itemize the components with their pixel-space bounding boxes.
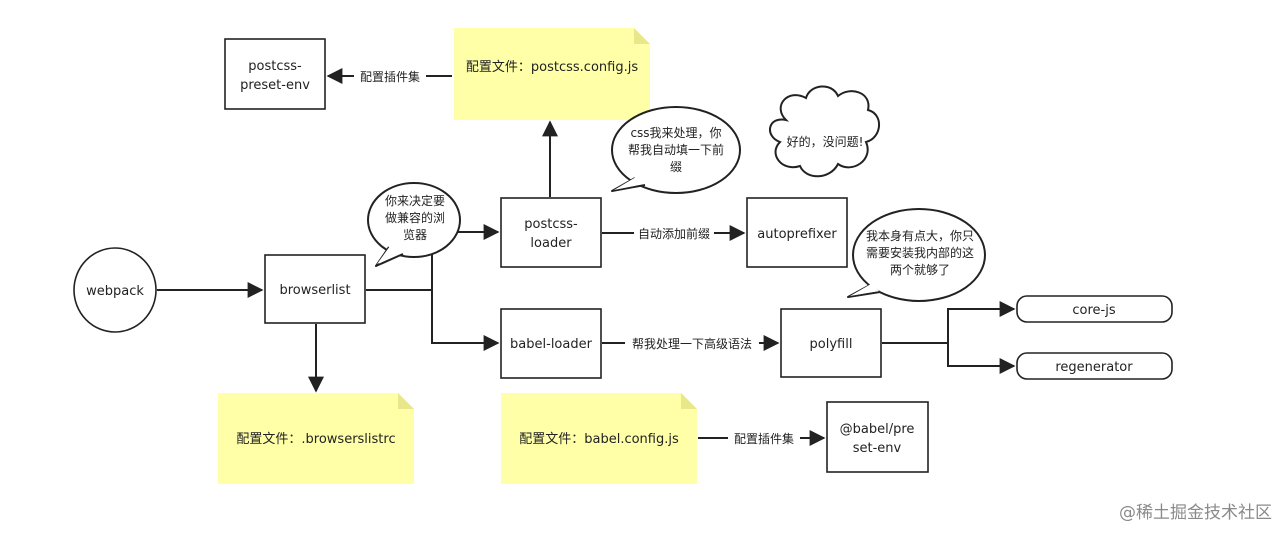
svg-text:配置文件：postcss.config.js: 配置文件：postcss.config.js [466, 60, 638, 75]
svg-text:缀: 缀 [670, 160, 682, 174]
svg-text:我本身有点大，你只: 我本身有点大，你只 [866, 228, 974, 243]
node-babel-preset-env: @babel/pre set-env [826, 401, 929, 473]
svg-text:webpack: webpack [86, 284, 144, 299]
edge-polyfill-core-js [882, 301, 1016, 344]
note-browserslistrc: 配置文件：.browserslistrc [218, 393, 414, 484]
node-polyfill: polyfill [780, 308, 882, 378]
svg-text:览器: 览器 [403, 227, 427, 242]
bubble-polyfill-big: 我本身有点大，你只 需要安装我内部的这 两个就够了 [847, 208, 986, 302]
bubble-browser-decide: 你来决定要 做兼容的浏 览器 [367, 182, 461, 267]
svg-text:postcss-: postcss- [248, 59, 302, 74]
svg-text:core-js: core-js [1072, 303, 1115, 318]
edge-browserlist-postcss-loader [366, 224, 500, 291]
edge-browserlist-babel-loader [431, 290, 500, 351]
node-webpack: webpack [73, 247, 157, 333]
node-browserlist: browserlist [264, 254, 366, 324]
node-babel-loader: babel-loader [500, 308, 602, 379]
bubble-ok-cloud: 好的，没问题! [769, 85, 880, 178]
svg-text:配置文件：.browserslistrc: 配置文件：.browserslistrc [236, 432, 395, 447]
note-babel-config: 配置文件：babel.config.js [501, 393, 697, 484]
edge-label-config-plugins-top: 配置插件集 [360, 69, 420, 84]
svg-text:帮我自动填一下前: 帮我自动填一下前 [628, 142, 724, 157]
svg-text:两个就够了: 两个就够了 [890, 263, 950, 277]
svg-text:你来决定要: 你来决定要 [385, 193, 445, 208]
edge-label-advanced-syntax: 帮我处理一下高级语法 [632, 336, 752, 351]
svg-text:browserlist: browserlist [279, 283, 350, 298]
node-postcss-preset-env: postcss- preset-env [224, 38, 326, 110]
edge-label-config-plugins-bottom: 配置插件集 [734, 431, 794, 446]
svg-text:set-env: set-env [853, 441, 902, 456]
svg-text:regenerator: regenerator [1055, 360, 1133, 375]
svg-text:postcss-: postcss- [524, 217, 578, 232]
svg-text:polyfill: polyfill [810, 337, 853, 352]
node-regenerator: regenerator [1016, 352, 1173, 380]
svg-text:babel-loader: babel-loader [510, 337, 593, 352]
edge-polyfill-regenerator [947, 343, 1016, 374]
bubble-css-handle: css我来处理，你 帮我自动填一下前 缀 [611, 106, 741, 194]
svg-text:好的，没问题!: 好的，没问题! [787, 134, 864, 149]
svg-text:@babel/pre: @babel/pre [840, 422, 915, 437]
node-postcss-loader: postcss- loader [500, 197, 602, 268]
svg-text:preset-env: preset-env [240, 78, 310, 93]
edge-label-auto-prefix: 自动添加前缀 [638, 226, 710, 241]
svg-text:autoprefixer: autoprefixer [757, 227, 837, 242]
svg-text:loader: loader [530, 236, 572, 251]
node-core-js: core-js [1016, 295, 1173, 323]
svg-text:做兼容的浏: 做兼容的浏 [385, 210, 445, 225]
watermark: @稀土掘金技术社区 [1119, 503, 1272, 523]
note-postcss-config: 配置文件：postcss.config.js [454, 28, 650, 120]
node-autoprefixer: autoprefixer [746, 197, 848, 268]
svg-text:需要安装我内部的这: 需要安装我内部的这 [866, 245, 974, 260]
svg-text:css我来处理，你: css我来处理，你 [630, 126, 721, 140]
svg-text:配置文件：babel.config.js: 配置文件：babel.config.js [519, 432, 679, 447]
